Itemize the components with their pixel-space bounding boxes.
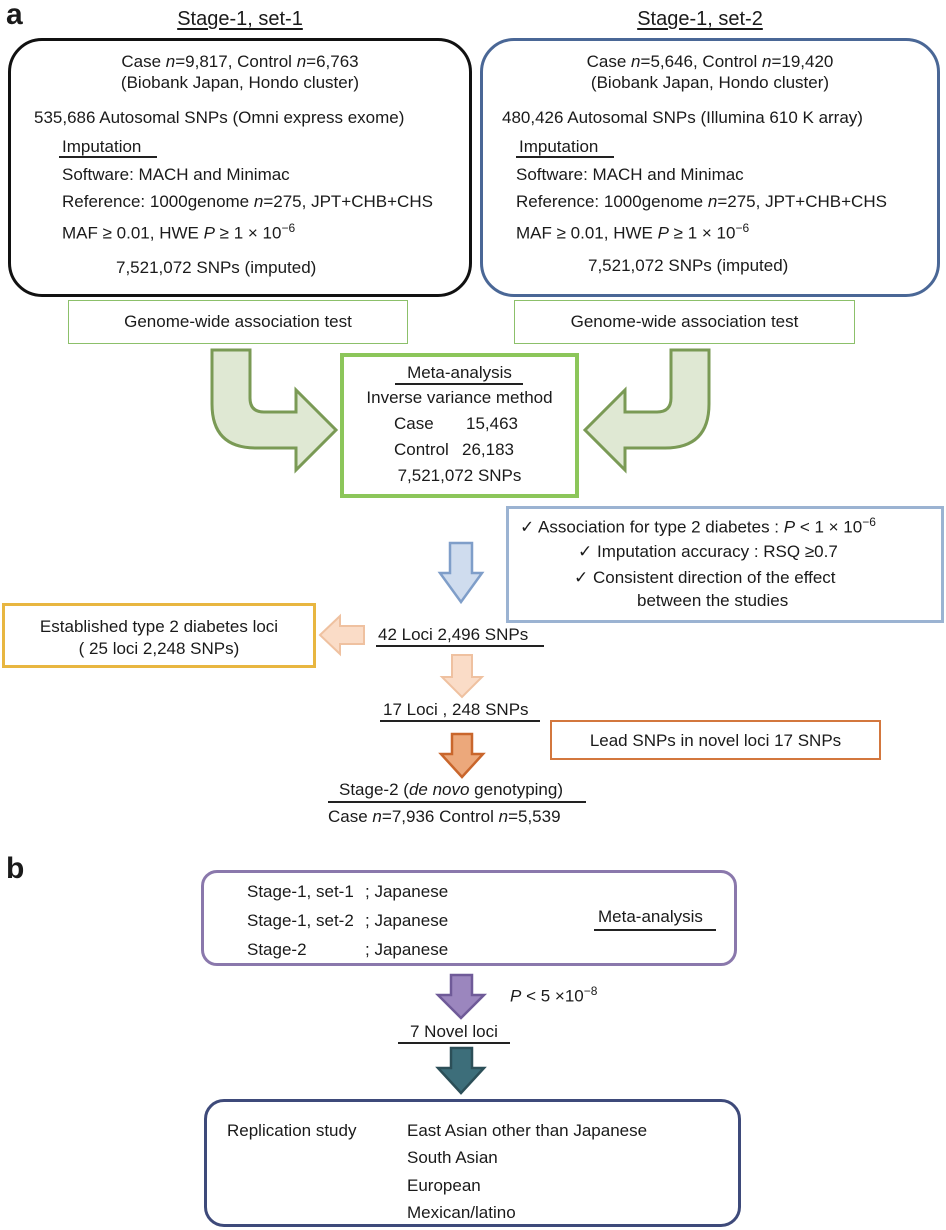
blue-down-arrow: [437, 541, 485, 605]
row2-pop: ; Japanese: [365, 911, 449, 930]
set1-reference: Reference: 1000genome n=275, JPT+CHB+CHS: [62, 192, 433, 211]
orange-down-arrow: [438, 732, 486, 779]
set2-gwas-box: [514, 300, 855, 344]
teal-down-arrow: [435, 1046, 487, 1095]
row3-name: Stage-2: [247, 940, 307, 959]
replication-box: [204, 1099, 741, 1227]
set2-box: [480, 38, 940, 297]
row1-pop: ; Japanese: [365, 882, 449, 901]
established-line1: Established type 2 diabetes loci: [39, 617, 279, 636]
row2-name: Stage-1, set-2: [247, 911, 354, 930]
replication-label: Replication study: [227, 1121, 357, 1140]
meta-method: Inverse variance method: [366, 388, 553, 407]
set2-imputation-rule: [516, 156, 614, 158]
meta-control-label: Control: [394, 440, 449, 459]
row1-name: Stage-1, set-1: [247, 882, 354, 901]
population-4: Mexican/latino: [407, 1203, 516, 1222]
peach-left-arrow: [318, 613, 365, 657]
set1-imputation-heading: Imputation: [62, 137, 142, 156]
set1-title: Stage-1, set-1: [177, 8, 303, 30]
set1-sample-line: Case n=9,817, Control n=6,763: [121, 52, 359, 71]
novel-loci: 7 Novel loci: [410, 1022, 498, 1041]
stage2-samples: Case n=7,936 Control n=5,539: [328, 807, 561, 826]
lead-snps-label: Lead SNPs in novel loci 17 SNPs: [589, 731, 842, 750]
criteria-3: ✓ Consistent direction of the effect: [574, 568, 836, 587]
set1-software: Software: MACH and Minimac: [62, 165, 290, 184]
population-1: East Asian other than Japanese: [407, 1121, 648, 1140]
criteria-box: [506, 506, 944, 623]
set2-maf: MAF ≥ 0.01, HWE P ≥ 1 × 10−6: [516, 221, 750, 243]
purple-down-arrow: [434, 973, 488, 1020]
set2-snps: 480,426 Autosomal SNPs (Illumina 610 K a…: [502, 108, 863, 127]
stage2-title: Stage-2 (de novo genotyping): [339, 780, 564, 799]
set2-software: Software: MACH and Minimac: [516, 165, 744, 184]
set1-maf: MAF ≥ 0.01, HWE P ≥ 1 × 10−6: [62, 221, 296, 243]
set1-imputed: 7,521,072 SNPs (imputed): [116, 258, 317, 277]
meta-case-value: 15,463: [466, 414, 518, 433]
established-line2: ( 25 loci 2,248 SNPs): [78, 639, 240, 658]
set2-gwas-label: Genome-wide association test: [570, 312, 799, 331]
criteria-2: ✓ Imputation accuracy : RSQ ≥0.7: [578, 542, 838, 561]
stages-box: [201, 870, 737, 966]
right-curved-arrow: [582, 348, 711, 474]
check-icon: ✓: [520, 517, 535, 537]
panel-b-meta: Meta-analysis: [598, 907, 703, 926]
loci-17-rule: [380, 720, 540, 722]
set1-box: [8, 38, 472, 297]
peach-down-arrow: [439, 654, 485, 699]
set1-cluster: (Biobank Japan, Hondo cluster): [120, 73, 360, 92]
stage2-rule: [328, 801, 586, 803]
population-3: European: [407, 1176, 481, 1195]
set2-reference: Reference: 1000genome n=275, JPT+CHB+CHS: [516, 192, 887, 211]
panel-a-label: a: [6, 0, 23, 31]
meta-control-value: 26,183: [462, 440, 514, 459]
set1-snps: 535,686 Autosomal SNPs (Omni express exo…: [34, 108, 405, 127]
check-icon: ✓: [578, 542, 593, 561]
lead-snps-box: [550, 720, 881, 760]
check-icon: ✓: [574, 568, 589, 587]
population-2: South Asian: [407, 1148, 498, 1167]
loci-17: 17 Loci , 248 SNPs: [383, 700, 529, 719]
novel-loci-rule: [398, 1042, 510, 1044]
left-curved-arrow: [210, 348, 339, 474]
set2-imputation-heading: Imputation: [519, 137, 599, 156]
set1-imputation-rule: [59, 156, 157, 158]
row3-pop: ; Japanese: [365, 940, 449, 959]
panel-b-meta-rule: [594, 929, 716, 931]
meta-analysis-box: [340, 353, 579, 498]
criteria-1: ✓ Association for type 2 diabetes : P < …: [520, 515, 876, 537]
loci-42-rule: [376, 645, 544, 647]
criteria-3-line2: between the studies: [637, 591, 789, 610]
panel-b-label: b: [6, 852, 25, 885]
loci-42: 42 Loci 2,496 SNPs: [378, 625, 529, 644]
threshold: P < 5 ×10−8: [510, 984, 598, 1006]
set1-gwas-box: [68, 300, 408, 344]
set1-gwas-label: Genome-wide association test: [124, 312, 352, 331]
set2-imputed: 7,521,072 SNPs (imputed): [588, 256, 789, 275]
established-loci-box: [2, 603, 316, 668]
meta-heading-rule: [395, 383, 523, 385]
set2-title: Stage-1, set-2: [637, 8, 763, 30]
set2-sample-line: Case n=5,646, Control n=19,420: [586, 52, 834, 71]
meta-heading: Meta-analysis: [407, 363, 512, 382]
meta-snps: 7,521,072 SNPs: [397, 466, 522, 485]
set2-cluster: (Biobank Japan, Hondo cluster): [590, 73, 830, 92]
meta-case-label: Case: [394, 414, 434, 433]
